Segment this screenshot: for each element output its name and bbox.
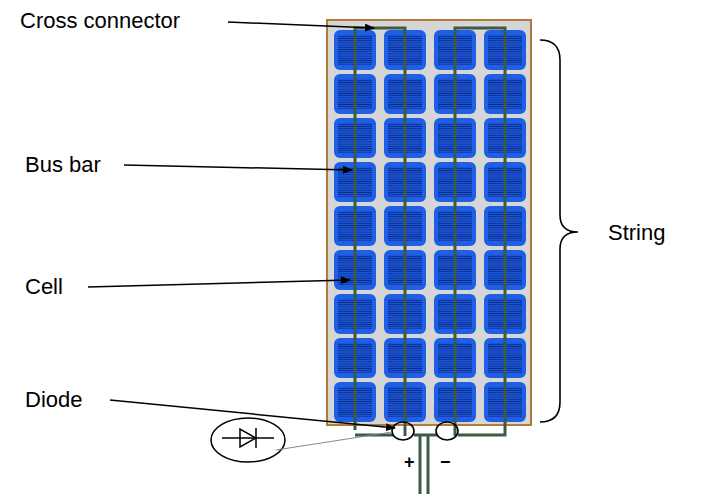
part-label: Bus bar [25,154,101,176]
bypass-diode [436,422,458,440]
leader-arrows [88,22,395,428]
diode-symbol [222,428,274,448]
bus-bars [355,28,505,494]
part-label: Cell [25,276,63,298]
part-label: String [608,222,665,244]
string-brace [540,40,578,422]
terminal-sign: + [404,453,415,471]
cell-grid [334,30,526,422]
part-label: Cross connector [20,10,180,32]
diode-callout [211,418,285,462]
bypass-diode [392,422,414,440]
callout-leader [276,432,392,450]
part-label: Diode [25,389,82,411]
terminal-sign: − [440,453,451,471]
module-frame [327,20,531,425]
